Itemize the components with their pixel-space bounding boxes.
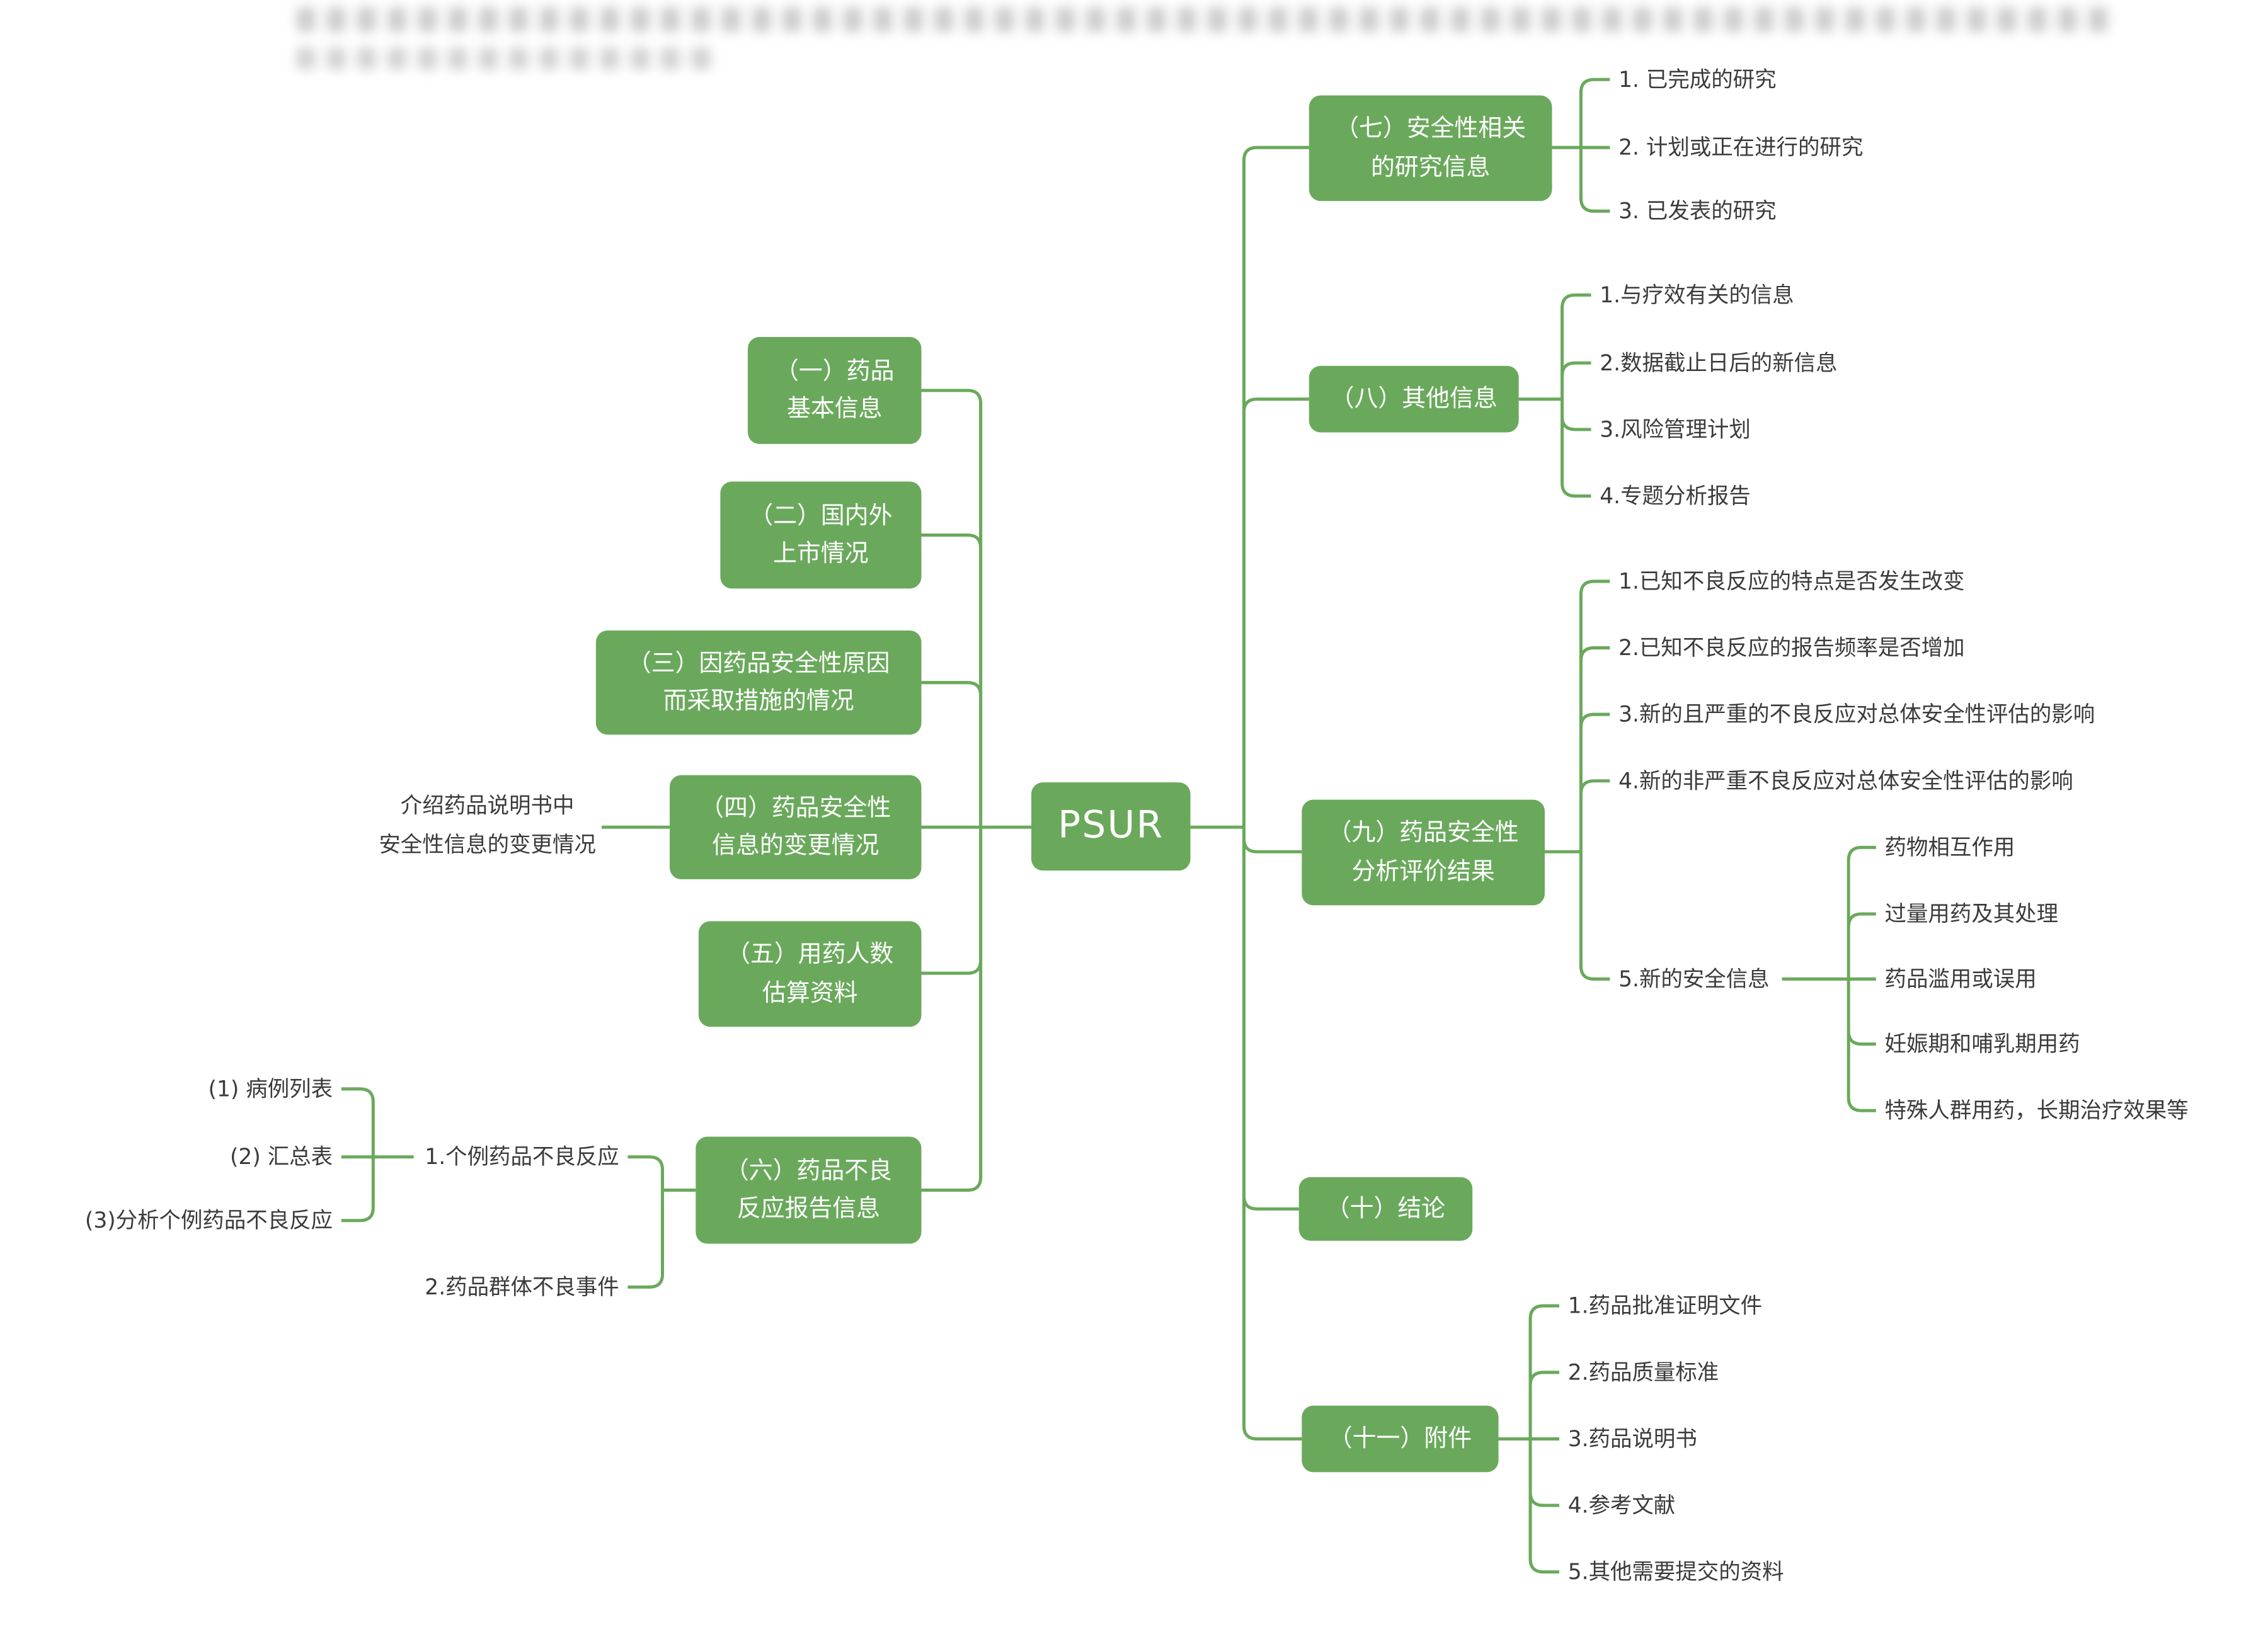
leaf-new-safety-info[interactable]: 5.新的安全信息 [1618, 966, 1770, 992]
node-7-safety-research[interactable]: （七）安全性相关 的研究信息 [1309, 95, 1552, 202]
leaf-pregnancy-lactation-use[interactable]: 妊娠期和哺乳期用药 [1884, 1030, 2080, 1058]
node-3-safety-measures[interactable]: （三）因药品安全性原因 而采取措施的情况 [595, 630, 922, 735]
node-4-safety-info-changes[interactable]: （四）药品安全性 信息的变更情况 [670, 775, 922, 879]
leaf-quality-standards[interactable]: 2.药品质量标准 [1567, 1359, 1719, 1386]
node-2-marketing-status[interactable]: （二）国内外 上市情况 [720, 481, 922, 589]
node-10-conclusion[interactable]: （十）结论 [1298, 1177, 1473, 1241]
leaf-individual-adr-analysis[interactable]: (3)分析个例药品不良反应 [84, 1207, 333, 1234]
leaf-known-adr-frequency[interactable]: 2.已知不良反应的报告频率是否增加 [1618, 634, 1965, 661]
leaf-ongoing-planned-studies[interactable]: 2. 计划或正在进行的研究 [1618, 134, 1864, 161]
leaf-references[interactable]: 4.参考文献 [1567, 1492, 1676, 1519]
blurred-text-artifact [296, 7, 2116, 32]
node-11-attachments[interactable]: （十一）附件 [1302, 1405, 1499, 1473]
leaf-risk-management-plan[interactable]: 3.风险管理计划 [1600, 416, 1751, 443]
node-5-usage-estimate[interactable]: （五）用药人数 估算资料 [698, 921, 922, 1027]
leaf-other-materials[interactable]: 5.其他需要提交的资料 [1567, 1558, 1784, 1585]
node-6-adr-reports[interactable]: （六）药品不良 反应报告信息 [696, 1136, 922, 1244]
leaf-package-insert[interactable]: 3.药品说明书 [1567, 1425, 1697, 1452]
leaf-drug-interactions[interactable]: 药物相互作用 [1884, 834, 2015, 861]
leaf-new-nonserious-adr-impact[interactable]: 4.新的非严重不良反应对总体安全性评估的影响 [1618, 768, 2073, 794]
leaf-special-analysis-report[interactable]: 4.专题分析报告 [1600, 482, 1751, 510]
leaf-drug-abuse-misuse[interactable]: 药品滥用或误用 [1884, 966, 2037, 992]
leaf-summary-table[interactable]: (2) 汇总表 [229, 1144, 333, 1170]
blurred-text-artifact [296, 47, 716, 70]
leaf-efficacy-info[interactable]: 1.与疗效有关的信息 [1600, 282, 1794, 309]
node-8-other-info[interactable]: （八）其他信息 [1309, 365, 1519, 433]
leaf-new-serious-adr-impact[interactable]: 3.新的且严重的不良反应对总体安全性评估的影响 [1618, 701, 2095, 728]
leaf-known-adr-characteristics[interactable]: 1.已知不良反应的特点是否发生改变 [1618, 568, 1965, 595]
leaf-published-studies[interactable]: 3. 已发表的研究 [1618, 198, 1777, 224]
node-9-safety-analysis[interactable]: （九）药品安全性 分析评价结果 [1302, 799, 1545, 906]
leaf-special-population-use[interactable]: 特殊人群用药，长期治疗效果等 [1884, 1097, 2189, 1124]
note-safety-info-changes[interactable]: 介绍药品说明书中 安全性信息的变更情况 [379, 792, 596, 858]
node-psur[interactable]: PSUR [1031, 782, 1191, 871]
leaf-overdose-handling[interactable]: 过量用药及其处理 [1884, 901, 2059, 927]
leaf-group-adverse-events[interactable]: 2.药品群体不良事件 [425, 1274, 619, 1301]
leaf-case-list[interactable]: (1) 病例列表 [208, 1076, 333, 1102]
node-1-drug-basic-info[interactable]: （一）药品 基本信息 [747, 336, 922, 444]
leaf-individual-adr[interactable]: 1.个例药品不良反应 [425, 1144, 619, 1170]
leaf-approval-documents[interactable]: 1.药品批准证明文件 [1567, 1292, 1763, 1319]
leaf-post-cutoff-info[interactable]: 2.数据截止日后的新信息 [1600, 350, 1838, 376]
leaf-completed-studies[interactable]: 1. 已完成的研究 [1618, 66, 1777, 93]
